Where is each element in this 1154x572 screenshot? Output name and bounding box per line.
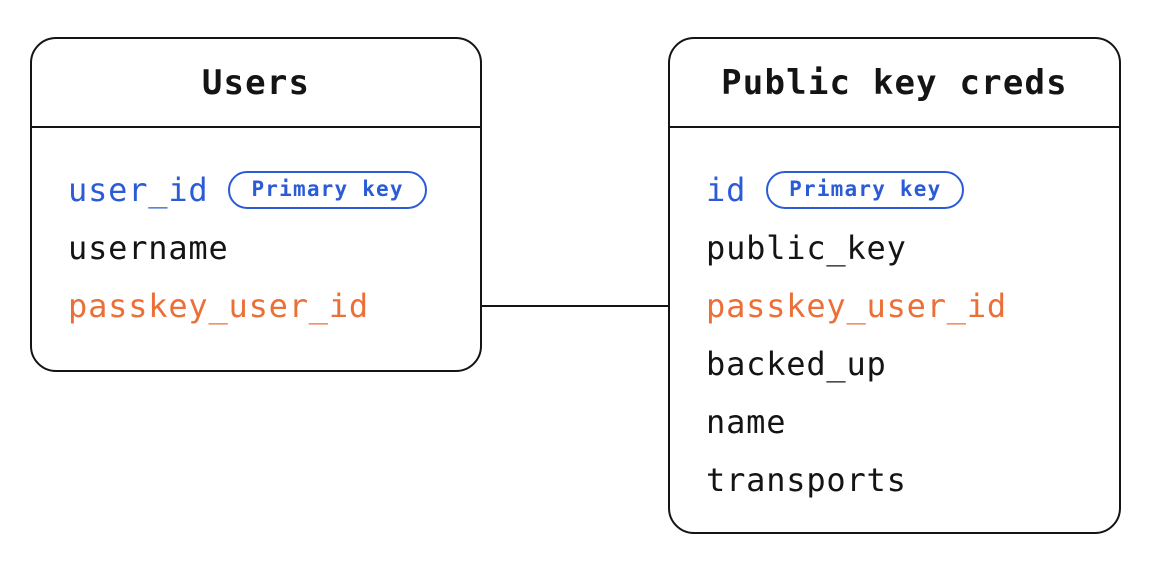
field-name: name: [706, 403, 787, 441]
field-name: public_key: [706, 229, 907, 267]
field-row-username: username: [32, 219, 480, 277]
field-row-passkey_user_id: passkey_user_id: [670, 277, 1119, 335]
field-name: user_id: [68, 171, 209, 209]
field-row-name: name: [670, 393, 1119, 451]
field-name: transports: [706, 461, 907, 499]
field-name: passkey_user_id: [706, 287, 1007, 325]
field-name: passkey_user_id: [68, 287, 369, 325]
field-row-user_id: user_id Primary key: [32, 161, 480, 219]
table-title: Public key creds: [670, 39, 1119, 128]
field-name: backed_up: [706, 345, 887, 383]
table-public-key-creds: Public key creds id Primary key public_key…: [668, 37, 1121, 534]
primary-key-badge: Primary key: [766, 171, 965, 209]
table-users: Users user_id Primary key username passkey_…: [30, 37, 482, 372]
field-row-backed_up: backed_up: [670, 335, 1119, 393]
field-name: username: [68, 229, 229, 267]
field-row-id: id Primary key: [670, 161, 1119, 219]
field-name: id: [706, 171, 747, 209]
table-title: Users: [32, 39, 480, 128]
field-row-public_key: public_key: [670, 219, 1119, 277]
relationship-line: [482, 305, 668, 307]
field-row-passkey_user_id: passkey_user_id: [32, 277, 480, 335]
table-fields: user_id Primary key username passkey_user_i…: [32, 128, 480, 335]
primary-key-badge: Primary key: [228, 171, 427, 209]
field-row-transports: transports: [670, 451, 1119, 509]
